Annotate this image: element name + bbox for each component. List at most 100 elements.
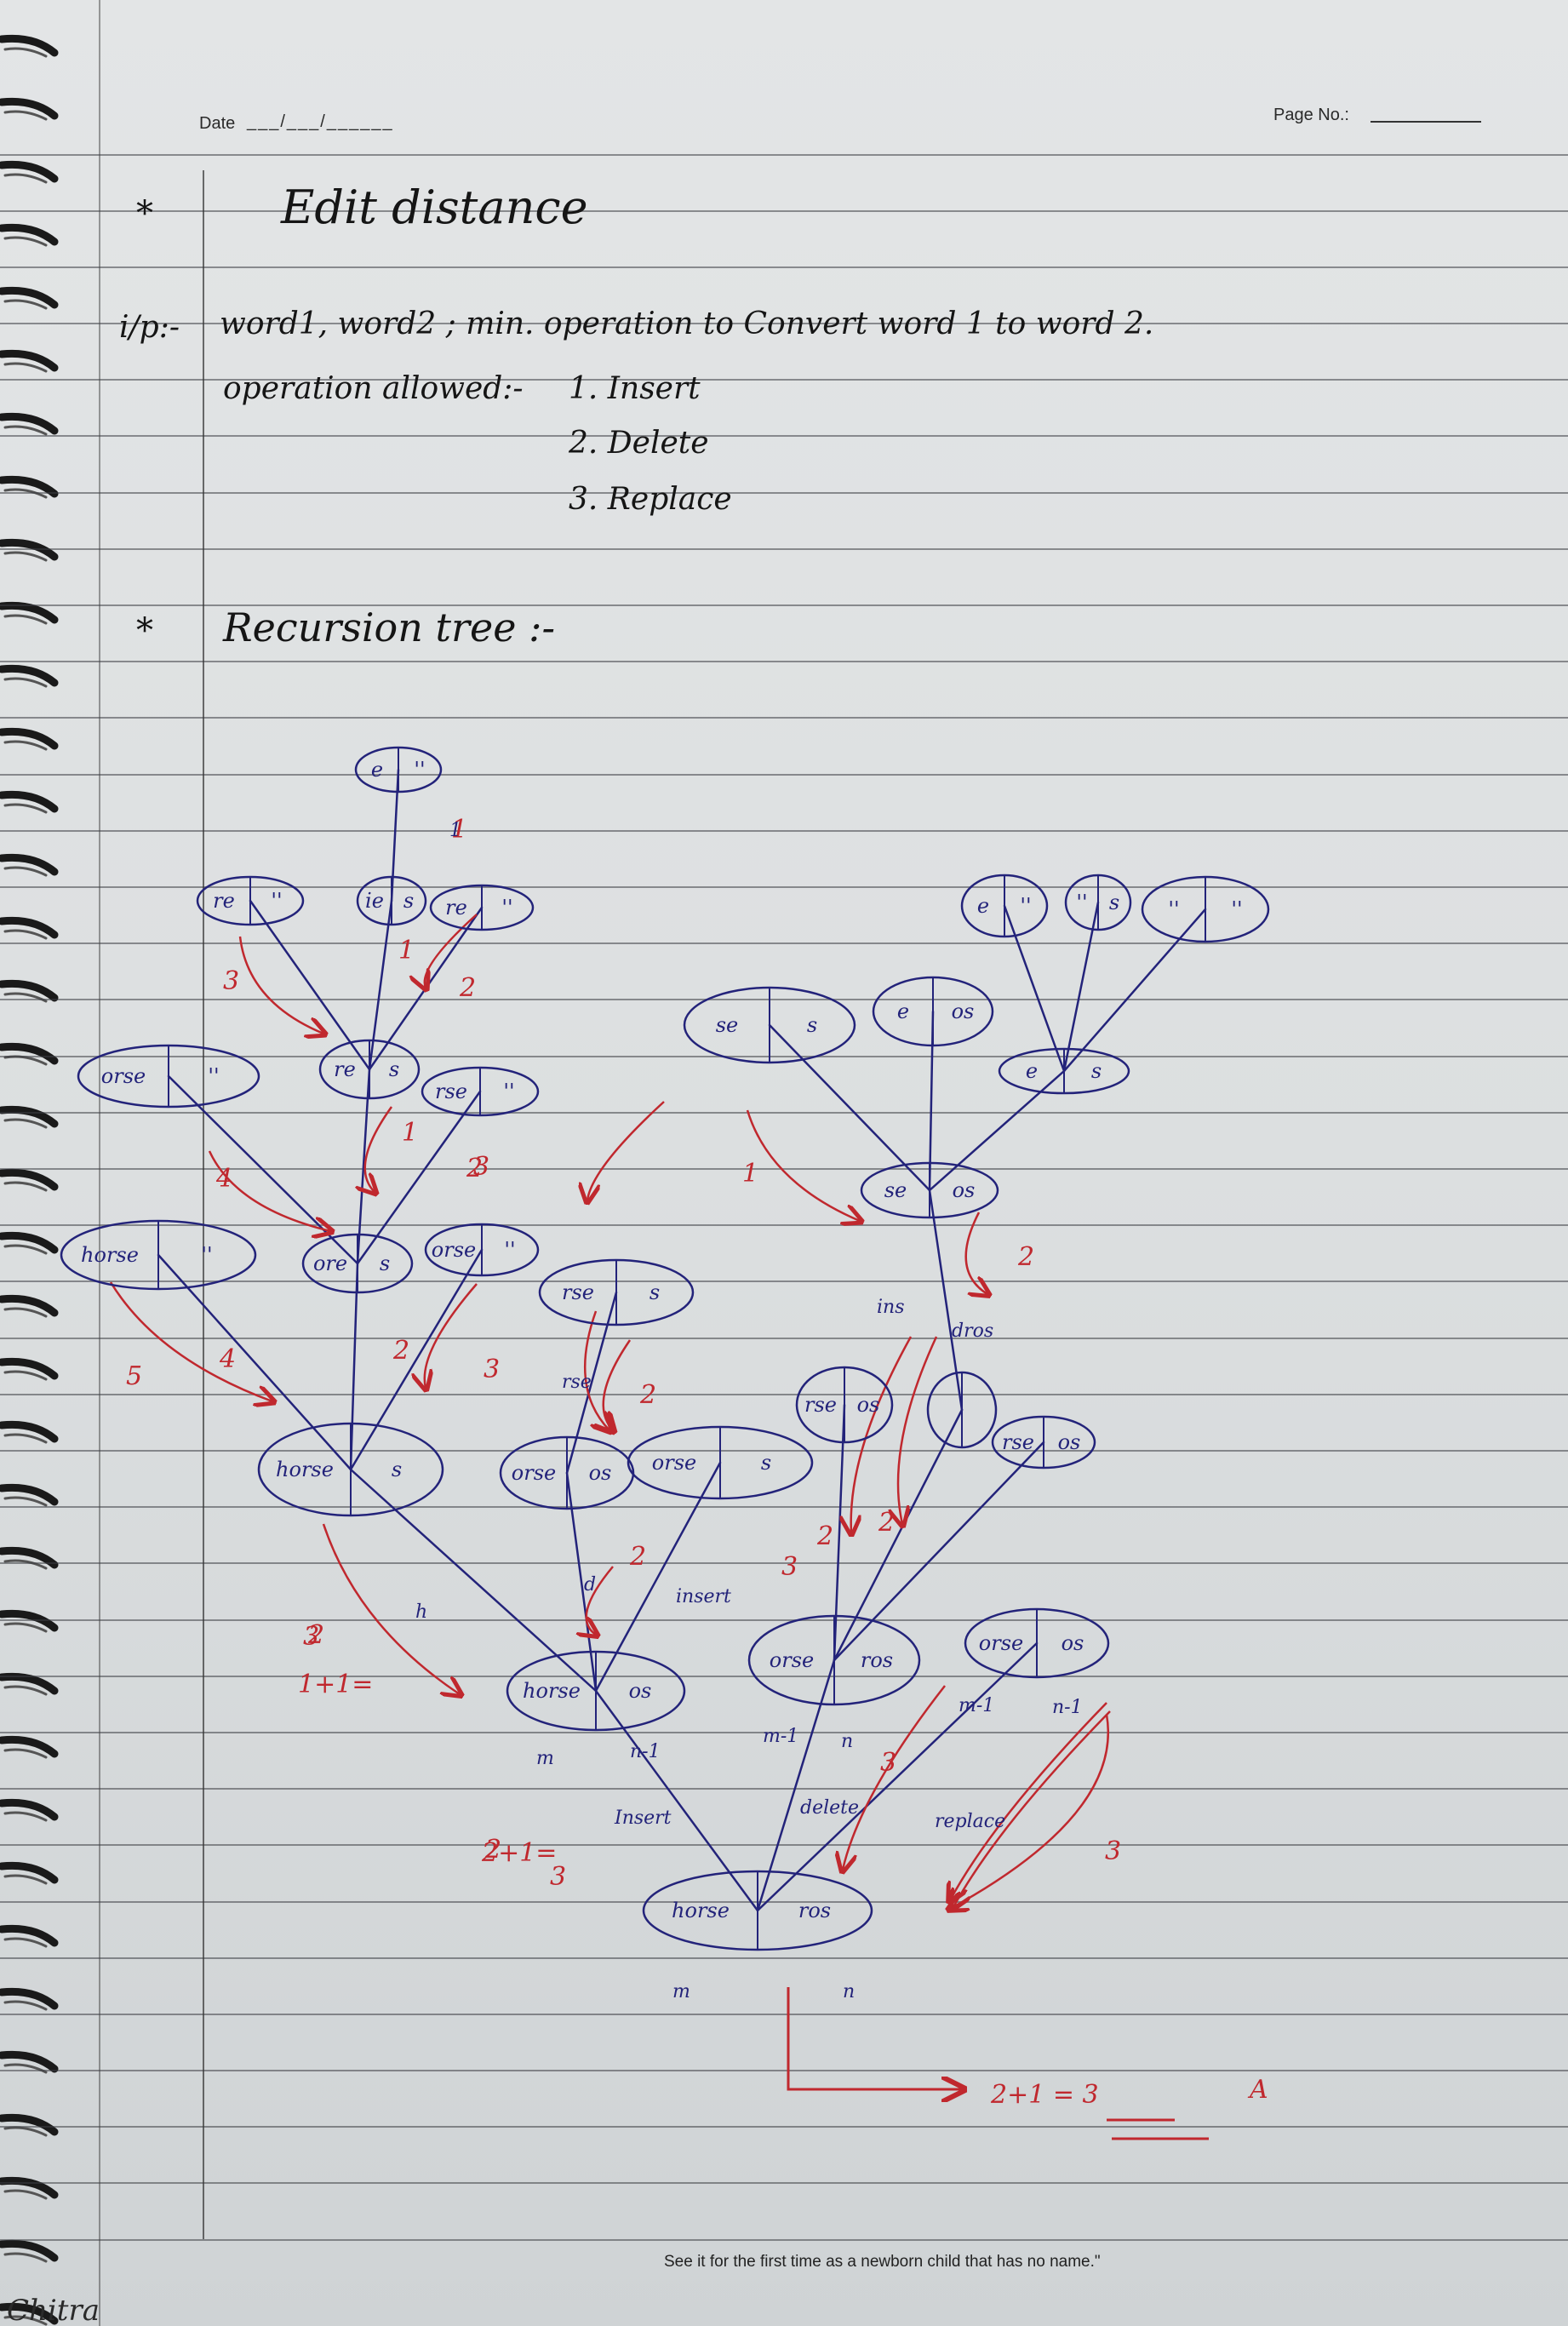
result-arrow [787, 1987, 962, 2089]
red-step-label: 2 [392, 1336, 409, 1366]
operations-label: operation allowed:- [223, 371, 524, 406]
red-arrow [746, 1109, 860, 1221]
node-word2: s [392, 1458, 402, 1481]
red-arrow [238, 936, 323, 1034]
spiral-ring [0, 2113, 60, 2139]
tree-edge [768, 1023, 931, 1192]
node-word2: '' [1231, 897, 1242, 921]
red-step-label: 4 [215, 1164, 232, 1194]
ruled-line [0, 1112, 1568, 1114]
tree-node: orse'' [424, 1223, 540, 1277]
blue-annotation: m-1 [959, 1695, 994, 1716]
ruled-line [0, 604, 1568, 606]
tree-bullet: * [136, 611, 153, 650]
blue-annotation: rse [562, 1372, 592, 1393]
spiral-ring [0, 664, 60, 690]
red-step-label: 4 [219, 1344, 236, 1374]
node-word2: '' [1020, 894, 1031, 918]
tree-edges [157, 768, 1207, 1912]
spiral-ring [0, 1609, 60, 1635]
red-arrow [604, 1339, 632, 1430]
node-word2: s [1109, 891, 1119, 914]
tree-edge [249, 899, 371, 1071]
node-word2: '' [208, 1064, 219, 1088]
tree-edge [833, 1441, 1045, 1662]
tree-edge [349, 1468, 598, 1693]
node-word1: re [334, 1057, 356, 1081]
heading-edit-distance: Edit distance [281, 180, 588, 234]
tree-edge [833, 1403, 846, 1662]
blue-annotation: delete [800, 1797, 859, 1819]
spiral-ring [0, 853, 60, 879]
notebook-brand: Chitra [7, 2294, 100, 2326]
spiral-ring [0, 1861, 60, 1887]
node-word2: os [953, 1178, 976, 1202]
tree-edge [349, 1262, 359, 1471]
node-word2: '' [501, 896, 512, 920]
tree-edge [1062, 901, 1100, 1073]
node-word1: orse [512, 1461, 556, 1485]
spiral-ring [0, 1987, 60, 2013]
blue-annotation: Insert [614, 1808, 672, 1829]
tree-edge [356, 1090, 482, 1265]
spiral-ring [0, 1546, 60, 1572]
blue-annotation: replace [935, 1811, 1005, 1832]
red-arrow [851, 1336, 913, 1533]
blue-annotation: ins [877, 1297, 905, 1318]
node-word2: s [650, 1280, 660, 1304]
red-arrow [950, 1714, 1109, 1909]
tree-node: rse'' [421, 1066, 540, 1117]
tree-edge [928, 1069, 1066, 1192]
ruled-line [0, 1450, 1568, 1452]
page-number-underline [1371, 121, 1481, 123]
ruled-line [0, 2014, 1568, 2015]
recursion-tree-heading: Recursion tree :- [223, 604, 556, 650]
red-step-label: 3 [473, 1152, 489, 1182]
ruled-line [0, 379, 1568, 381]
spiral-ring [0, 34, 60, 60]
blue-annotation: m [536, 1748, 554, 1769]
node-word2: '' [414, 758, 425, 782]
red-step-label: 2 [466, 1154, 483, 1183]
blue-annotation: insert [676, 1586, 731, 1607]
ruled-line [0, 435, 1568, 437]
input-label: i/p:- [119, 310, 180, 345]
ruled-line [0, 1957, 1568, 1959]
spiral-ring [0, 1735, 60, 1761]
red-step-label: 1 [398, 936, 415, 965]
red-arrow [208, 1150, 330, 1231]
ruled-line [0, 774, 1568, 776]
date-value: ___/___/______ [247, 112, 394, 131]
spiral-ring [0, 349, 60, 375]
node-word1: horse [276, 1458, 334, 1481]
blue-annotation: dros [952, 1321, 993, 1342]
page-number-label: Page No.: [1273, 106, 1349, 124]
node-word1: orse [770, 1648, 814, 1672]
red-arrow [843, 1685, 946, 1870]
red-arrow [587, 1566, 614, 1635]
tree-edge [756, 1659, 836, 1912]
tree-node: ''s [1064, 874, 1132, 931]
node-word1: orse [432, 1238, 476, 1262]
red-step-label: 3 [484, 1355, 500, 1384]
node-word2: '' [503, 1080, 514, 1103]
node-word1: orse [101, 1064, 146, 1088]
red-arrow [587, 1101, 665, 1200]
spiral-ring [0, 790, 60, 816]
tree-node: re'' [196, 875, 305, 926]
node-word2: os [952, 1000, 975, 1023]
spiral-ring [0, 2239, 60, 2265]
ruled-line [0, 266, 1568, 268]
node-word2: os [589, 1461, 612, 1485]
node-word1: e [1026, 1059, 1038, 1083]
node-word1: orse [979, 1631, 1023, 1655]
